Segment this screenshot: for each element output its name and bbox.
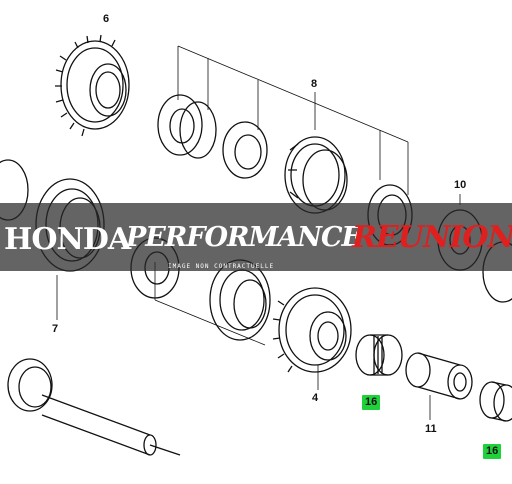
callout-7: 7 — [52, 323, 59, 335]
callout-11: 11 — [425, 423, 437, 435]
callout-4: 4 — [312, 392, 319, 404]
gear-part-6 — [55, 34, 130, 137]
bracket-lines-lower — [56, 194, 461, 420]
watermark-brand-performance: PERFORMANCE — [126, 222, 362, 253]
callout-6: 6 — [103, 13, 110, 25]
callout-10: 10 — [454, 179, 467, 191]
bracket-lines-upper — [177, 45, 409, 195]
watermark-brand-reunion: REUNION — [352, 220, 512, 255]
collar-part-11 — [405, 352, 473, 400]
callout-8: 8 — [311, 78, 318, 90]
watermark-subtitle: IMAGE NON CONTRACTUELLE — [168, 263, 275, 270]
hub-upper — [157, 94, 268, 179]
needle-bearing-16b — [479, 381, 512, 422]
watermark-banner — [0, 203, 512, 271]
gear-part-4 — [272, 287, 352, 373]
mainshaft — [7, 358, 181, 456]
sleeve-part-8 — [284, 136, 348, 214]
callout-16-highlighted: 16 — [362, 395, 381, 410]
needle-bearing-16a — [355, 334, 403, 376]
watermark-brand-honda: HONDA — [4, 222, 131, 257]
callout-16-highlighted-right: 16 — [483, 444, 502, 459]
